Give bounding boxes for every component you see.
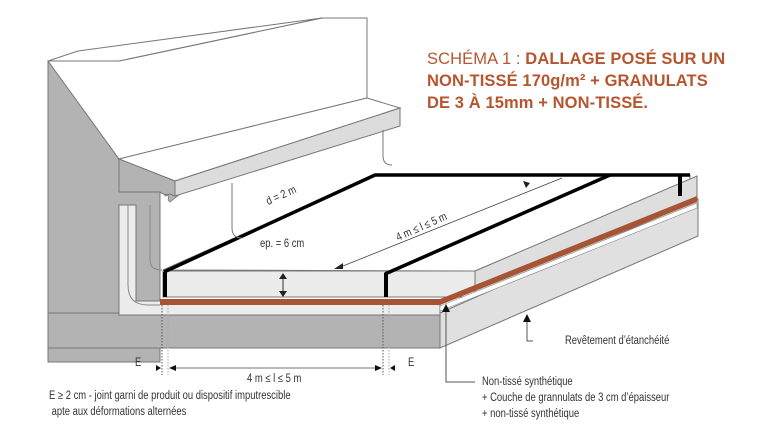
ep-arrow-up [279, 273, 287, 279]
label-e-right: E [408, 357, 415, 369]
diagram-title: SCHÉMA 1 : DALLAGE POSÉ SUR UN NON-TISSÉ… [427, 48, 747, 114]
membrane-side [440, 196, 697, 305]
arrowhead-diag-start [334, 263, 343, 269]
e-right-arrow-a [390, 365, 395, 371]
ep-arrow-down [279, 291, 287, 297]
title-line1: DALLAGE POSÉ SUR UN [525, 50, 726, 68]
slab-front [162, 270, 476, 298]
label-nontisse-1: Non-tissé synthétique [482, 376, 573, 388]
white-gap-side [439, 202, 698, 312]
title-line3: DE 3 À 15mm + NON-TISSÉ. [427, 94, 649, 112]
joint-middle-diagonal [384, 173, 611, 276]
arrowhead-bottom-right [375, 365, 382, 371]
base-slab-front [47, 312, 441, 349]
length-diagonal-arrow [337, 177, 563, 269]
label-e-left: E [135, 357, 142, 369]
arrowhead-diag-end [523, 181, 530, 188]
upstand-membrane-line [127, 205, 160, 306]
upstand-inner-line [149, 205, 163, 271]
label-length-bottom: 4 m ≤ l ≤ 5 m [247, 373, 302, 385]
arrowhead-bottom-left [169, 365, 176, 371]
d-dimension-left [231, 183, 243, 239]
label-ep: ep. = 6 cm [260, 238, 305, 250]
note-line-2: apte aux déformations alternées [49, 406, 187, 418]
title-prefix: SCHÉMA 1 : [427, 50, 526, 68]
leader-nontisse-arrow [442, 304, 450, 312]
leader-nontisse [445, 307, 475, 383]
label-nontisse-2: + Couche de grannulats de 3 cm d’épaisse… [482, 392, 670, 404]
coping-underside [118, 158, 176, 197]
title-line2: NON-TISSÉ 170g/m² + GRANULATS [427, 72, 708, 90]
label-revetement: Revêtement d’étanchéité [565, 335, 670, 347]
leader-revetement-arrow [523, 314, 531, 322]
d-dimension-right [382, 130, 393, 166]
membrane-front [160, 299, 440, 305]
e-left-arrow-a [156, 365, 161, 371]
label-nontisse-3: + non-tissé synthétique [482, 408, 580, 420]
leader-revetement [526, 316, 533, 342]
joint-left-diagonal [163, 173, 690, 274]
parapet-top-face [47, 17, 323, 62]
note-line-1: E ≥ 2 cm - joint garni de produit ou dis… [49, 390, 291, 402]
